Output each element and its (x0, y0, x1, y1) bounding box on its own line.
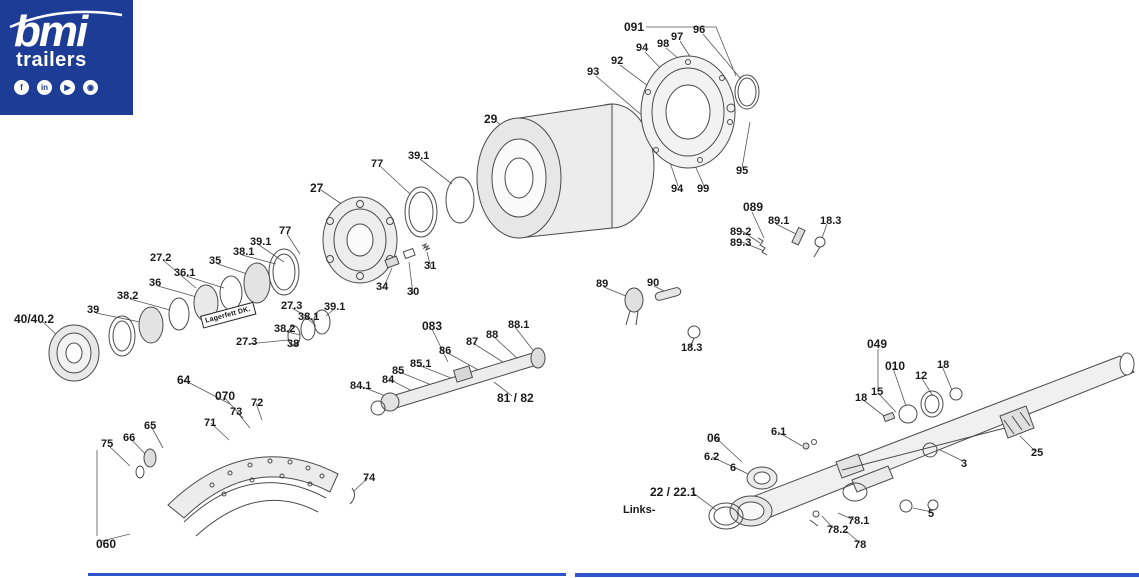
sensor-parts-drawing (757, 226, 826, 258)
backplate-drawing (640, 55, 760, 169)
seal-rings-drawing (404, 176, 475, 238)
brand-logo: bmi trailers f in ▶ ◉ (0, 0, 133, 115)
bearing-rings-drawing (108, 248, 300, 357)
hub-cap-drawing (48, 324, 100, 382)
leader-lines (41, 26, 1037, 544)
brand-name: bmi (14, 7, 88, 56)
youtube-icon[interactable]: ▶ (60, 80, 75, 95)
instagram-icon[interactable]: ◉ (83, 80, 98, 95)
brand-sub: trailers (16, 49, 87, 71)
washers-drawing (287, 309, 331, 347)
footer-bar-segment (575, 573, 1139, 577)
footer-bar-segment (88, 573, 566, 576)
small-parts-drawing (384, 242, 431, 269)
driveshaft-drawing (370, 347, 546, 416)
logo-swoosh-icon (9, 10, 123, 29)
cam-parts-drawing (624, 287, 701, 347)
linkedin-icon[interactable]: in (37, 80, 52, 95)
hardware-drawing (809, 387, 963, 527)
social-icons: f in ▶ ◉ (0, 72, 133, 95)
brake-shoe-drawing (135, 448, 356, 537)
facebook-icon[interactable]: f (14, 80, 29, 95)
brake-drum-drawing (476, 103, 655, 239)
hub-drawing (322, 196, 398, 284)
axle-beam-drawing (708, 352, 1135, 530)
